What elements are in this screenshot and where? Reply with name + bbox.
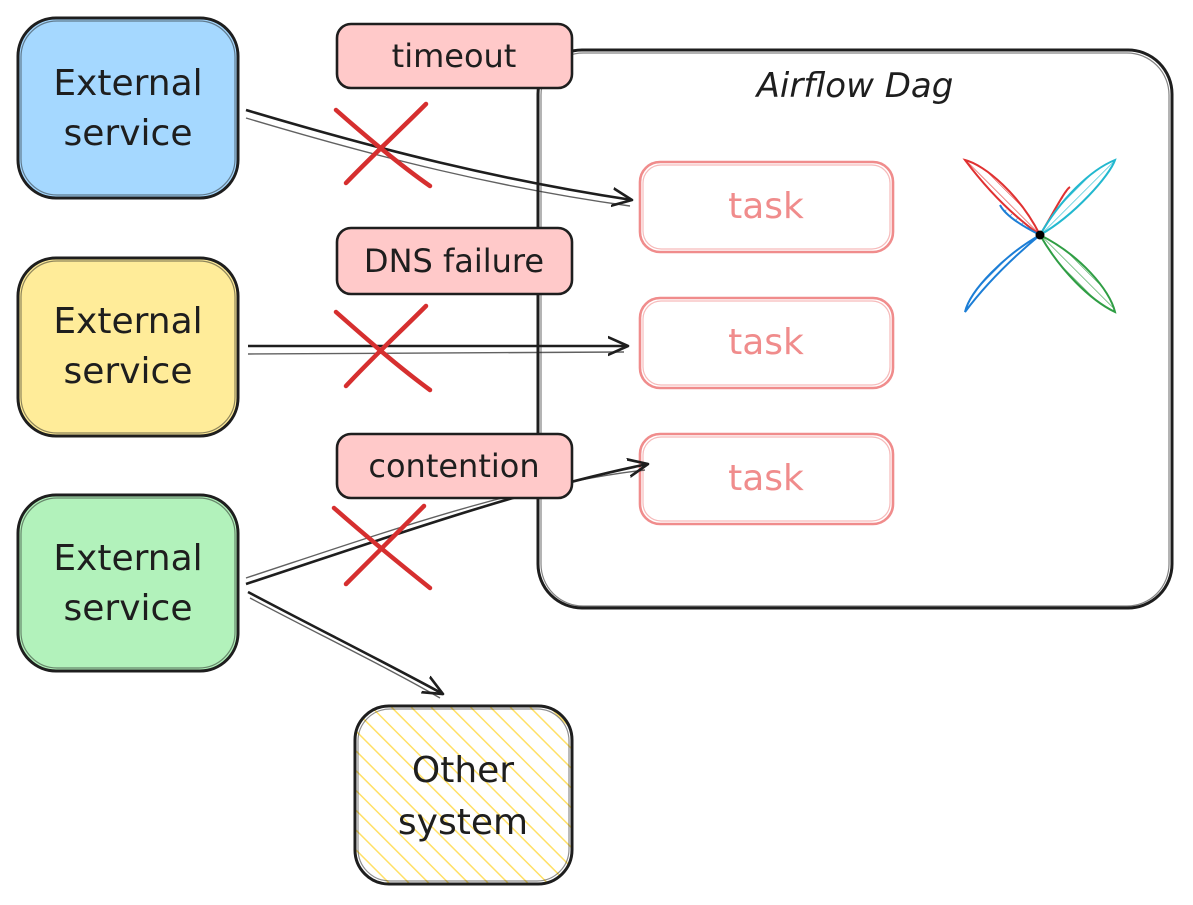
other-system-line2: system xyxy=(398,802,528,843)
airflow-pinwheel-icon xyxy=(962,158,1117,314)
other-system-line1: Other xyxy=(412,750,514,791)
service-label-line2: service xyxy=(64,588,193,629)
arrow-service1-task1 xyxy=(245,108,632,200)
failure-tag-contention: contention xyxy=(335,432,574,500)
external-service-1: External service xyxy=(16,16,240,200)
task-box-3: task xyxy=(638,432,895,526)
task-label: task xyxy=(728,322,804,363)
service-label-line1: External xyxy=(53,538,202,579)
failure-label: timeout xyxy=(392,37,517,75)
failure-tag-dns: DNS failure xyxy=(335,226,574,296)
dag-title: Airflow Dag xyxy=(755,66,954,106)
failure-label: contention xyxy=(368,447,539,485)
task-box-1: task xyxy=(638,160,895,254)
external-service-3: External service xyxy=(16,493,240,673)
cross-icon xyxy=(333,101,433,189)
arrow-service3-other xyxy=(247,590,443,694)
cross-icon xyxy=(331,503,433,591)
service-label-line1: External xyxy=(53,301,202,342)
task-label: task xyxy=(728,458,804,499)
service-label-line2: service xyxy=(64,351,193,392)
cross-icon xyxy=(333,303,433,393)
task-box-2: task xyxy=(638,296,895,390)
failure-tag-timeout: timeout xyxy=(335,22,574,90)
arrow-service3-task3 xyxy=(245,464,648,586)
task-label: task xyxy=(728,186,804,227)
arrows xyxy=(245,108,648,699)
airflow-dag-container: Airflow Dag xyxy=(536,48,1174,610)
service-label-line2: service xyxy=(64,113,193,154)
service-label-line1: External xyxy=(53,63,202,104)
external-service-2: External service xyxy=(16,256,240,438)
failure-label: DNS failure xyxy=(364,242,544,280)
other-system-box: Other system xyxy=(353,704,574,886)
